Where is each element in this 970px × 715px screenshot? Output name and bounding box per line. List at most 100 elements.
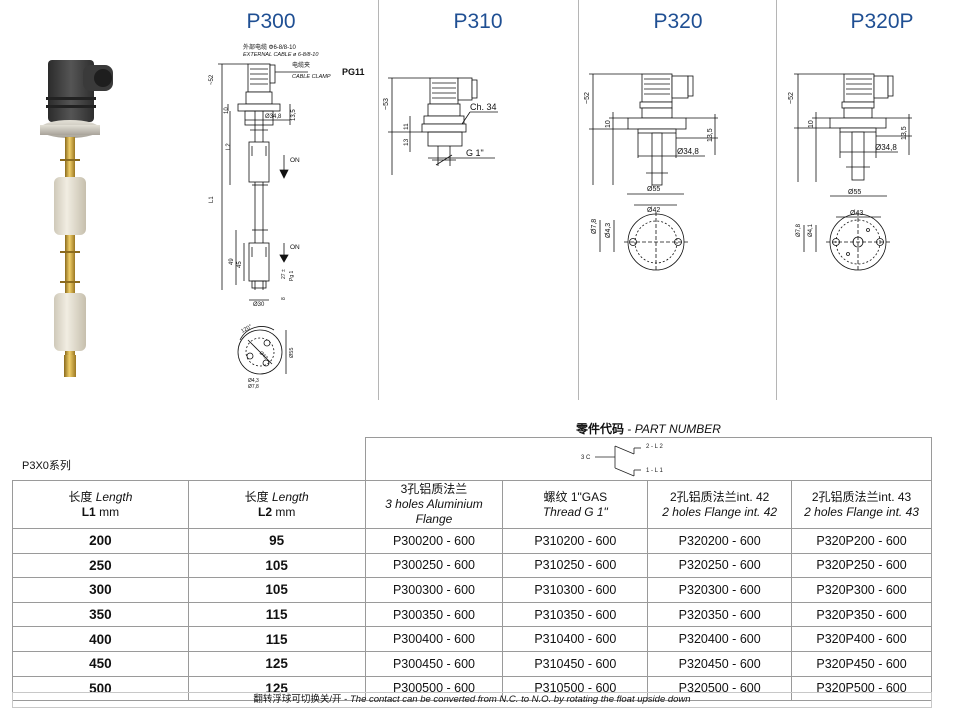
dim-dia-4-3: Ø4,3 — [605, 223, 612, 238]
cell-p300: P300450 - 600 — [364, 650, 504, 677]
cable-cn-label: 外部电缆 Φ6-8/8-10 — [243, 43, 296, 51]
model-title-p310: P310 — [453, 10, 503, 33]
cell-p310: P310500 - 600 — [502, 675, 649, 702]
dim-11: 11 — [403, 123, 410, 130]
cell-p300: P300400 - 600 — [364, 626, 504, 652]
footnote-en: The contact can be converted from N.C. t… — [349, 694, 691, 705]
dim-l1: L1 — [209, 196, 215, 203]
cell-p310: P310400 - 600 — [502, 626, 649, 652]
wiring-diagram: 3 C 2 - L 2 1 - L 1 — [365, 437, 932, 480]
part-number-title: 零件代码 - PART NUMBER — [365, 420, 932, 437]
cell-l1: 300 — [12, 577, 189, 603]
dim-120: 120° — [240, 324, 253, 335]
cell-p310: P310350 - 600 — [502, 601, 649, 628]
cell-l1: 500 — [12, 675, 189, 702]
p300-drawing: 外部电缆 Φ6-8/8-10 EXTERNAL CABLE ø 6-8/8-10… — [200, 40, 375, 395]
cell-p300: P300350 - 600 — [364, 601, 504, 628]
cell-l2: 95 — [187, 528, 366, 554]
cell-p320: P320200 - 600 — [647, 528, 793, 554]
cell-p320: P320400 - 600 — [647, 626, 793, 652]
part-number-title-en: PART NUMBER — [634, 422, 721, 436]
cell-p320: P320450 - 600 — [647, 650, 793, 677]
cell-l2: 105 — [187, 577, 366, 603]
connector-housing — [46, 60, 113, 122]
cell-p320: P320250 - 600 — [647, 552, 793, 579]
thread-label: G 1" — [466, 148, 484, 158]
dim-height: ~53 — [383, 98, 390, 110]
dim-height: ~52 — [788, 92, 795, 104]
cell-l2: 125 — [187, 675, 366, 702]
pg11-label: PG11 — [342, 67, 365, 77]
dim-dia-55: Ø55 — [848, 189, 861, 196]
dim-flange: 10 — [605, 120, 612, 128]
dim-49: 49 — [229, 258, 235, 265]
column-divider — [776, 0, 777, 400]
cell-p320: P320350 - 600 — [647, 601, 793, 628]
series-label: P3X0系列 — [22, 460, 71, 472]
dim-13-5: 13,5 — [291, 109, 297, 121]
column-divider — [378, 0, 379, 400]
dim-8: 8 — [281, 297, 287, 300]
dim-dia-30: Ø30 — [253, 302, 265, 308]
cable-en-label: EXTERNAL CABLE ø 6-8/8-10 — [243, 52, 319, 58]
part-number-title-cn: 零件代码 — [576, 422, 625, 436]
p320p-drawing: ~52 10 13,5 Ø34,8 Ø55 Ø43 Ø7,8 Ø4,1 — [778, 70, 970, 290]
cell-p300: P300300 - 600 — [364, 577, 504, 603]
dim-dia-34-8: Ø34,8 — [875, 143, 897, 152]
dim-dia-34-8: Ø34,8 — [265, 114, 282, 120]
dim-dia-4-1: Ø4,1 — [808, 223, 814, 237]
dim-height: ~52 — [584, 92, 591, 104]
cell-p320p: P320P300 - 600 — [791, 577, 932, 603]
cell-p300: P300200 - 600 — [364, 528, 504, 554]
on-label-upper: ON — [290, 157, 300, 164]
cell-l1: 250 — [12, 552, 189, 579]
model-title-p300: P300 — [246, 10, 296, 33]
clamp-cn-label: 电缆夹 — [292, 61, 310, 69]
dim-dia-42: Ø42 — [647, 207, 660, 214]
on-label-lower: ON — [290, 244, 300, 251]
clamp-en-label: CABLE CLAMP — [292, 74, 331, 80]
dim-27: 27 ± — [281, 269, 287, 279]
cell-l2: 125 — [187, 650, 366, 677]
title-separator: - — [624, 422, 635, 436]
model-title-p320p: P320P — [850, 10, 914, 33]
footnote-cn: 翻转浮球可切换关/开 — [253, 694, 342, 705]
dim-flange: 10 — [224, 107, 230, 114]
cell-l1: 350 — [12, 601, 189, 628]
p320-drawing: ~52 10 13,5 Ø34,8 Ø55 Ø42 Ø7,8 Ø4,3 — [580, 70, 776, 290]
dim-dia-43: Ø43 — [850, 210, 863, 217]
dim-height: ~52 — [209, 74, 215, 85]
cell-p310: P310200 - 600 — [502, 528, 649, 554]
dim-dia-55: Ø55 — [647, 186, 660, 193]
cell-l1: 450 — [12, 650, 189, 677]
dim-dia-42: Ø42 — [258, 350, 269, 361]
dim-dia-7-8: Ø7,8 — [796, 223, 802, 237]
p310-drawing: ~53 11 13 Ch. 34 G 1" — [380, 70, 580, 190]
cell-p320: P320300 - 600 — [647, 577, 793, 603]
model-title-p320: P320 — [653, 10, 703, 33]
dim-dia-55: Ø55 — [289, 348, 295, 358]
dim-13: 13 — [403, 138, 410, 146]
cell-l1: 200 — [12, 528, 189, 554]
dim-13-5: 13,5 — [901, 126, 908, 140]
cell-l2: 115 — [187, 601, 366, 628]
product-photo — [28, 55, 128, 380]
footnote: 翻转浮球可切换关/开 - The contact can be converte… — [12, 692, 932, 708]
float-upper — [54, 177, 86, 235]
wiring-no-label: 1 - L 1 — [646, 468, 663, 474]
dim-dia-7-8: Ø7,8 — [248, 384, 259, 390]
dim-flange: 10 — [808, 120, 815, 128]
cell-p320p: P320P500 - 600 — [791, 675, 932, 702]
